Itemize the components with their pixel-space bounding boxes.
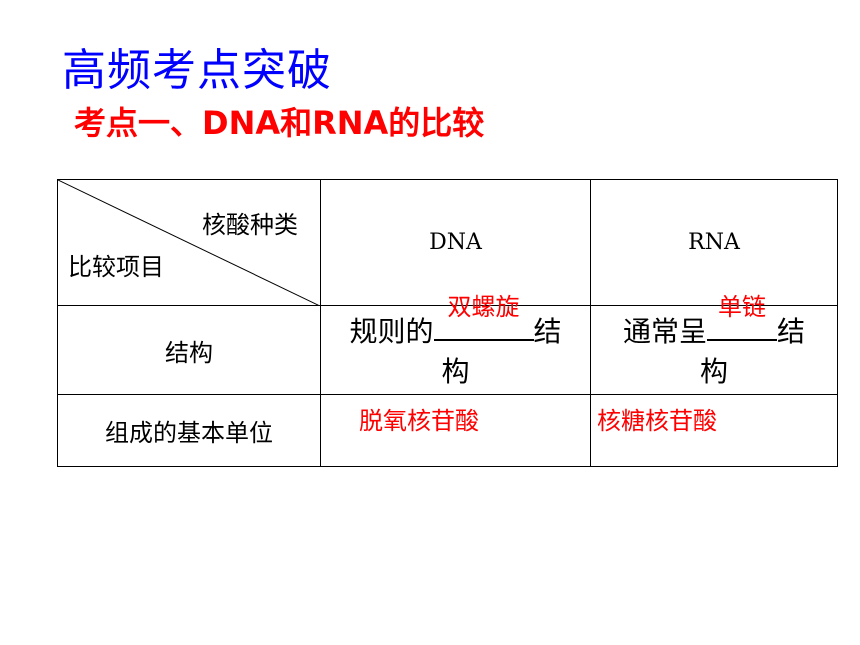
section-subtitle: 考点一、DNA和RNA的比较 (74, 104, 485, 142)
basic-unit-label: 组成的基本单位 (57, 394, 321, 467)
header-nucleic-acid-type: 核酸种类 (202, 211, 298, 239)
dna-unit-cell: 脱氧核苷酸 (320, 394, 591, 467)
dna-unit-answer: 脱氧核苷酸 (359, 407, 479, 435)
structure-label: 结构 (57, 305, 321, 395)
rna-structure-line2: 构 (699, 354, 728, 388)
comparison-table: 核酸种类 比较项目 DNA RNA 结构 规则的双螺旋结 构 通常呈单链结 构 … (57, 179, 838, 467)
dna-structure-cell: 规则的双螺旋结 构 (320, 293, 591, 395)
structure-row: 结构 规则的双螺旋结 构 通常呈单链结 构 (57, 293, 838, 395)
dna-structure-answer: 双螺旋 (447, 292, 520, 321)
table-header-row: 核酸种类 比较项目 DNA RNA (57, 179, 838, 306)
basic-unit-row: 组成的基本单位 脱氧核苷酸 核糖核苷酸 (57, 394, 838, 467)
header-rna: RNA (590, 179, 838, 306)
page-title: 高频考点突破 (62, 45, 332, 96)
dna-structure-line2: 构 (441, 354, 470, 388)
header-comparison-item: 比较项目 (68, 253, 164, 281)
rna-unit-answer: 核糖核苷酸 (597, 407, 717, 435)
rna-structure-cell: 通常呈单链结 构 (590, 293, 838, 395)
rna-structure-line1: 通常呈单链结 (591, 293, 837, 352)
rna-unit-cell: 核糖核苷酸 (590, 394, 838, 467)
dna-structure-blank: 双螺旋 (433, 293, 534, 352)
diagonal-header-cell: 核酸种类 比较项目 (57, 179, 321, 306)
rna-structure-answer: 单链 (718, 292, 766, 321)
dna-structure-line1: 规则的双螺旋结 (321, 293, 590, 352)
rna-structure-blank: 单链 (707, 293, 777, 352)
header-dna: DNA (320, 179, 591, 306)
diagonal-line (58, 180, 320, 306)
